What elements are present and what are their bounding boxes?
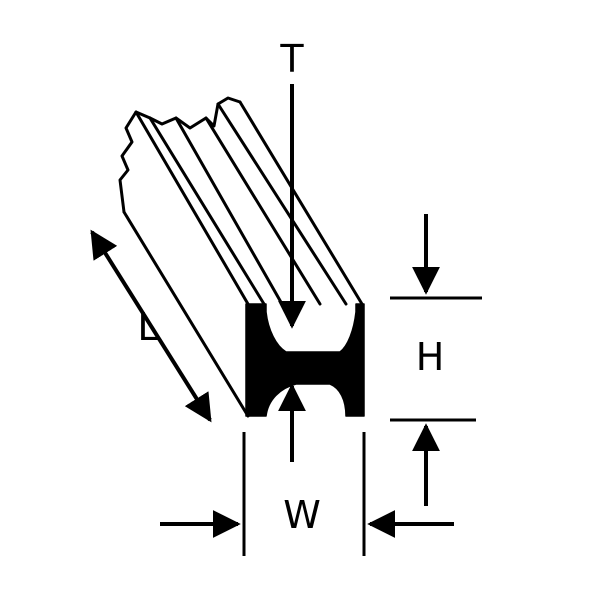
length-dimension: L <box>90 229 212 423</box>
thickness-label: T <box>279 37 304 81</box>
width-dimension: W <box>160 432 454 556</box>
thickness-dimension: T <box>278 37 306 462</box>
beam-h-cross-section <box>245 303 365 417</box>
beam-web-left-line <box>174 116 284 306</box>
beam-left-flange-top-outer <box>134 110 250 306</box>
height-label: H <box>416 335 445 379</box>
beam-left-flange-top-inner <box>148 116 266 306</box>
width-label: W <box>283 493 321 537</box>
beam-web-right-line <box>204 116 322 306</box>
beam-right-flange-top-inner <box>216 102 348 306</box>
beam-right-flange-top-outer <box>238 100 364 306</box>
length-arrow <box>90 229 212 423</box>
height-dimension: H <box>390 214 482 506</box>
length-label: L <box>137 305 158 349</box>
beam-broken-end <box>118 96 242 214</box>
